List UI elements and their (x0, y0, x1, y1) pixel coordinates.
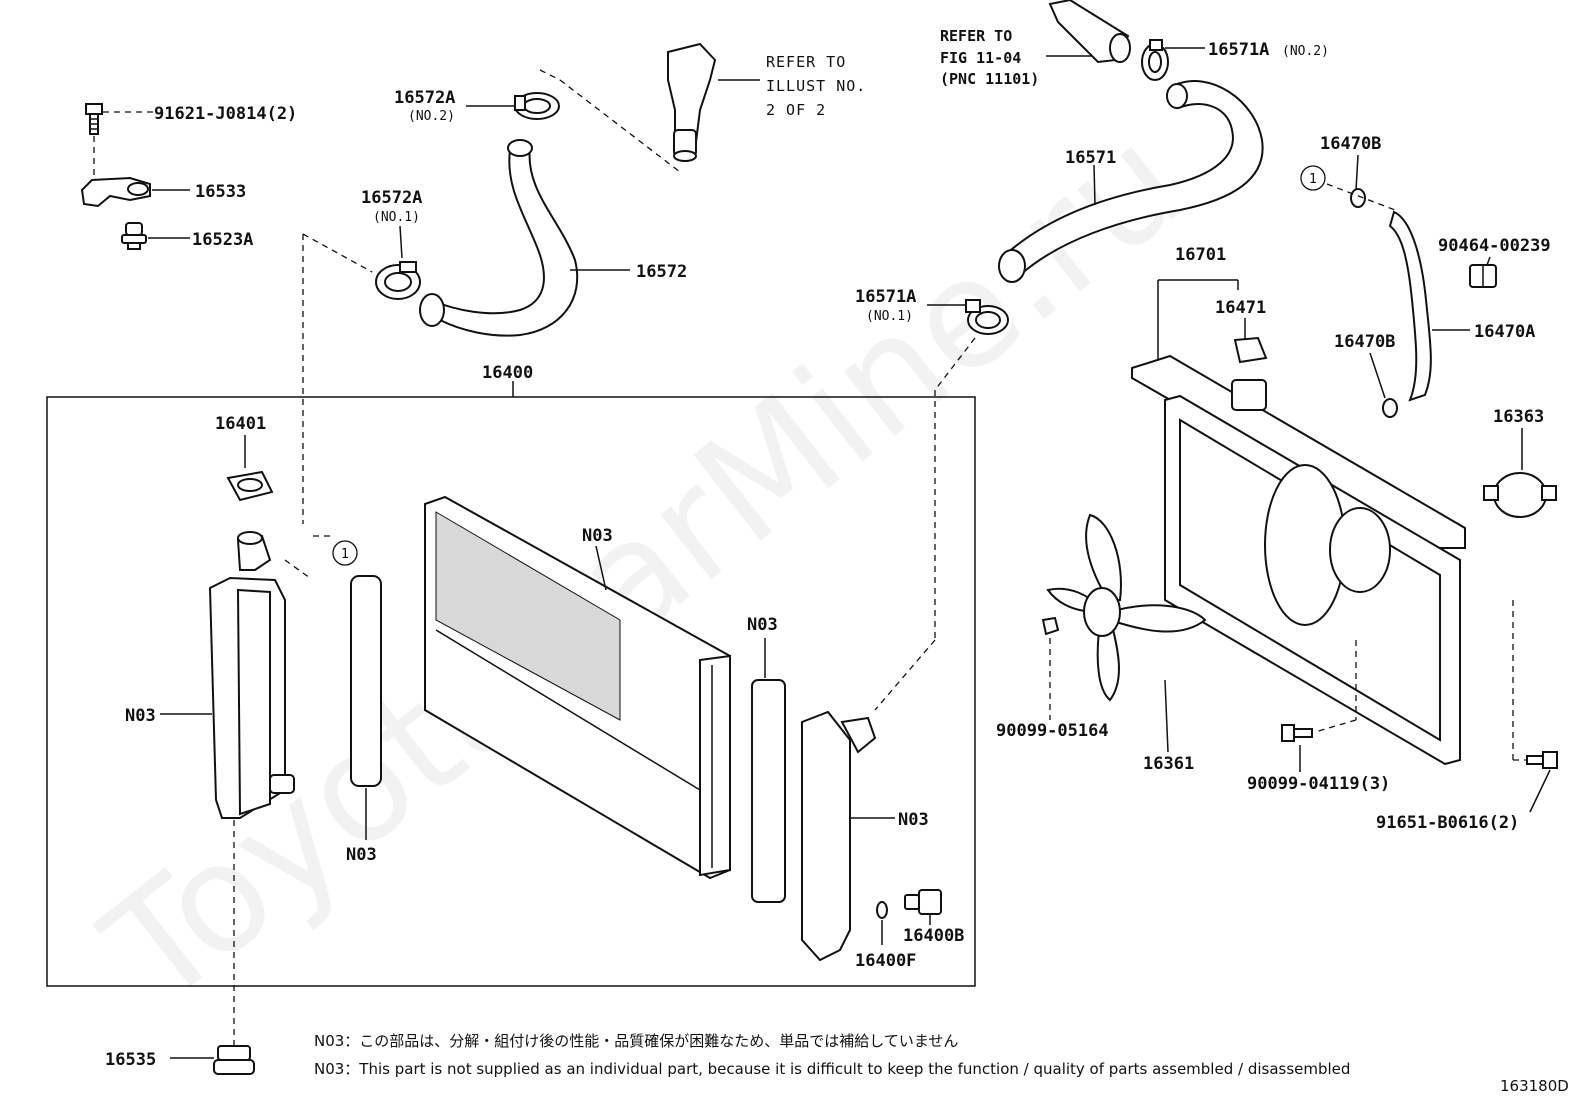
refer-illust-line2: ILLUST NO. (766, 77, 866, 95)
refer-fig-line1: REFER TO (940, 27, 1012, 45)
drain-plug-16400B-icon (904, 889, 942, 915)
label-16470A: 16470A (1474, 322, 1535, 342)
label-16400: 16400 (482, 363, 533, 383)
label-16571A-no2-sub: (NO.2) (1282, 44, 1329, 59)
label-16571A-no2: 16571A (1208, 40, 1269, 60)
label-16701: 16701 (1175, 245, 1226, 265)
refer-illust-line1: REFER TO (766, 53, 846, 71)
hose-16571-icon (998, 80, 1264, 283)
left-gasket-icon (350, 575, 382, 787)
label-16470B-mid: 16470B (1334, 332, 1395, 352)
cap-16471-icon (1233, 336, 1268, 364)
refer-fig-line3: (PNC 11101) (940, 70, 1039, 88)
label-16571A-no1: 16571A (855, 287, 916, 307)
clip-16470B-top-icon (1350, 188, 1366, 208)
clamp-16572A-no2-icon (514, 92, 560, 120)
clamp-16571A-no2-icon (1141, 39, 1169, 81)
label-n03-core: N03 (582, 526, 613, 546)
left-tank-icon (208, 531, 295, 819)
label-16572A-no1: 16572A (361, 188, 422, 208)
ref-circle-left-text: 1 (341, 547, 349, 562)
label-n03-right-tank: N03 (898, 810, 929, 830)
nut-90099-05164-icon (1041, 616, 1060, 636)
clamp-16572A-no1-icon (375, 261, 421, 300)
o-ring-16400F-icon (876, 901, 888, 919)
label-16533: 16533 (195, 182, 246, 202)
fan-16361-icon (1046, 513, 1207, 702)
cap-16401-icon (226, 470, 274, 502)
label-16400B: 16400B (903, 926, 964, 946)
bolt-91621-icon (85, 103, 103, 135)
ref-circle-top-right (1300, 165, 1326, 191)
label-16363: 16363 (1493, 407, 1544, 427)
right-gasket-icon (751, 679, 786, 903)
overflow-hose-16470A-icon (1388, 210, 1432, 402)
motor-16363-icon (1483, 472, 1557, 518)
clip-90464-icon (1469, 264, 1497, 288)
label-90099-04119: 90099-04119(3) (1247, 774, 1390, 794)
hose-16572-icon (419, 139, 579, 337)
note-japanese: N03：この部品は、分解・組付け後の性能・品質確保が困難なため、単品では補給して… (314, 1032, 958, 1050)
label-16571A-no1-sub: (NO.1) (866, 309, 913, 324)
label-16572: 16572 (636, 262, 687, 282)
label-16471: 16471 (1215, 298, 1266, 318)
note-english: N03：This part is not supplied as an indi… (314, 1060, 1350, 1078)
ref-circle-top-right-text: 1 (1309, 172, 1317, 187)
label-16470B-top: 16470B (1320, 134, 1381, 154)
fan-shroud-16701-icon (1131, 354, 1466, 766)
figure-id: 163180D (1500, 1077, 1569, 1095)
clip-16470B-mid-icon (1382, 398, 1398, 418)
engine-water-pipe-icon (1048, 0, 1131, 64)
water-outlet-pipe-icon (667, 42, 717, 162)
label-16535: 16535 (105, 1050, 156, 1070)
radiator-assembly-box (46, 396, 976, 987)
bracket-16533-icon (80, 176, 151, 208)
label-16572A-no1-sub: (NO.1) (373, 210, 420, 225)
label-n03-left-tank: N03 (125, 706, 156, 726)
label-n03-left-gasket: N03 (346, 845, 377, 865)
bolt-90099-04119-icon (1281, 724, 1313, 742)
label-91651-B0616: 91651-B0616(2) (1376, 813, 1519, 833)
right-tank-icon (801, 710, 877, 962)
cushion-16535-icon (213, 1045, 255, 1075)
label-16361: 16361 (1143, 754, 1194, 774)
label-90099-05164: 90099-05164 (996, 721, 1109, 741)
label-90464-00239: 90464-00239 (1438, 236, 1551, 256)
label-91621-J0814: 91621-J0814(2) (154, 104, 297, 124)
label-16572A-no2: 16572A (394, 88, 455, 108)
bolt-91651-icon (1526, 751, 1558, 769)
label-16572A-no2-sub: (NO.2) (408, 109, 455, 124)
ref-circle-left (332, 540, 358, 566)
cushion-16523A-icon (121, 222, 147, 250)
label-16401: 16401 (215, 414, 266, 434)
label-16523A: 16523A (192, 230, 253, 250)
label-16571: 16571 (1065, 148, 1116, 168)
refer-fig-line2: FIG 11-04 (940, 49, 1021, 67)
clamp-16571A-no1-icon (965, 299, 1009, 335)
refer-illust-line3: 2 OF 2 (766, 101, 826, 119)
radiator-core-16400-icon (424, 495, 731, 880)
label-16400F: 16400F (855, 951, 916, 971)
label-n03-right-gasket: N03 (747, 615, 778, 635)
